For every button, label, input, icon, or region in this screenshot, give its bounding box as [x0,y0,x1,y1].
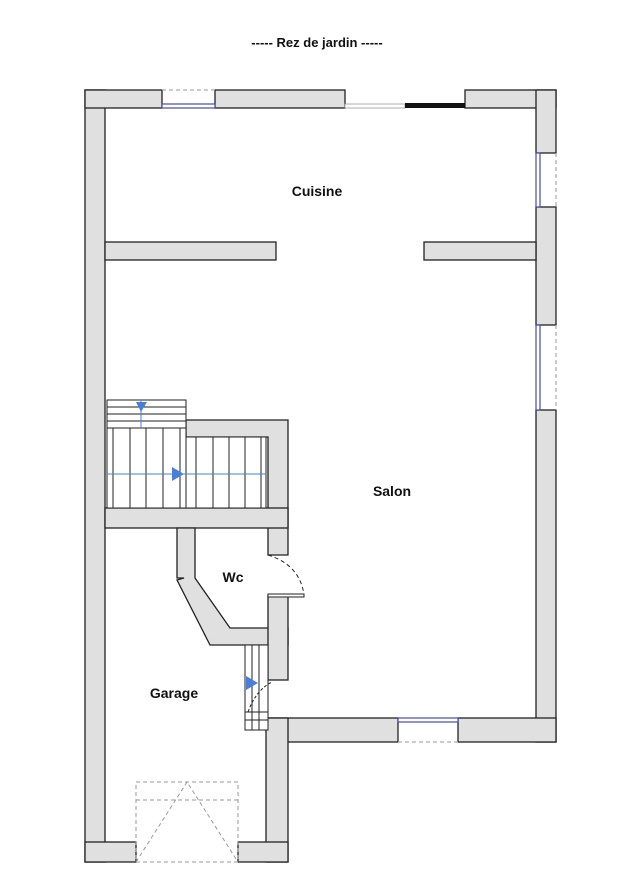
walls [84,89,557,863]
kitchen-partition-right [423,241,537,261]
main-staircase [106,399,267,509]
window-bottom-salon [397,717,459,723]
small-stair-flight [244,644,269,731]
wc-right-wall-lower [267,594,289,681]
wc-door-leaf[interactable] [267,593,305,598]
room-label-wc: Wc [223,569,244,585]
right-wall-1 [535,89,557,154]
stair-direction-arrow [246,676,258,690]
stair-direction-arrow [136,402,147,412]
small-staircase [244,644,273,731]
right-wall-2 [535,206,557,326]
plan-title: ----- Rez de jardin ----- [251,35,382,50]
room-label-cuisine: Cuisine [292,183,343,199]
wc-door[interactable] [267,554,305,598]
garage-bottom-wall-left [84,841,137,863]
stair-direction-arrow [172,467,184,481]
room-label-garage: Garage [150,685,198,701]
sliding-door-glass [344,103,406,109]
kitchen-partition-left [104,241,277,261]
garage-bottom-wall-right [237,841,289,863]
top-wall-left [84,89,163,109]
windows [161,89,557,743]
garage-right-wall [265,717,289,863]
window-right-2 [535,324,541,411]
stair-flight-2 [185,436,267,509]
top-wall-middle [214,89,346,109]
room-label-salon: Salon [373,483,411,499]
window-top-left [161,103,216,109]
salon-bottom-wall-right [457,717,557,743]
sliding-door-panel [405,103,465,108]
door-swing [267,554,305,596]
left-wall [84,89,106,863]
right-wall-3 [535,409,557,743]
stair-bottom-wall [104,507,289,529]
door-swing [247,681,273,713]
window-right-1 [535,152,541,208]
garage-door[interactable] [135,781,239,863]
